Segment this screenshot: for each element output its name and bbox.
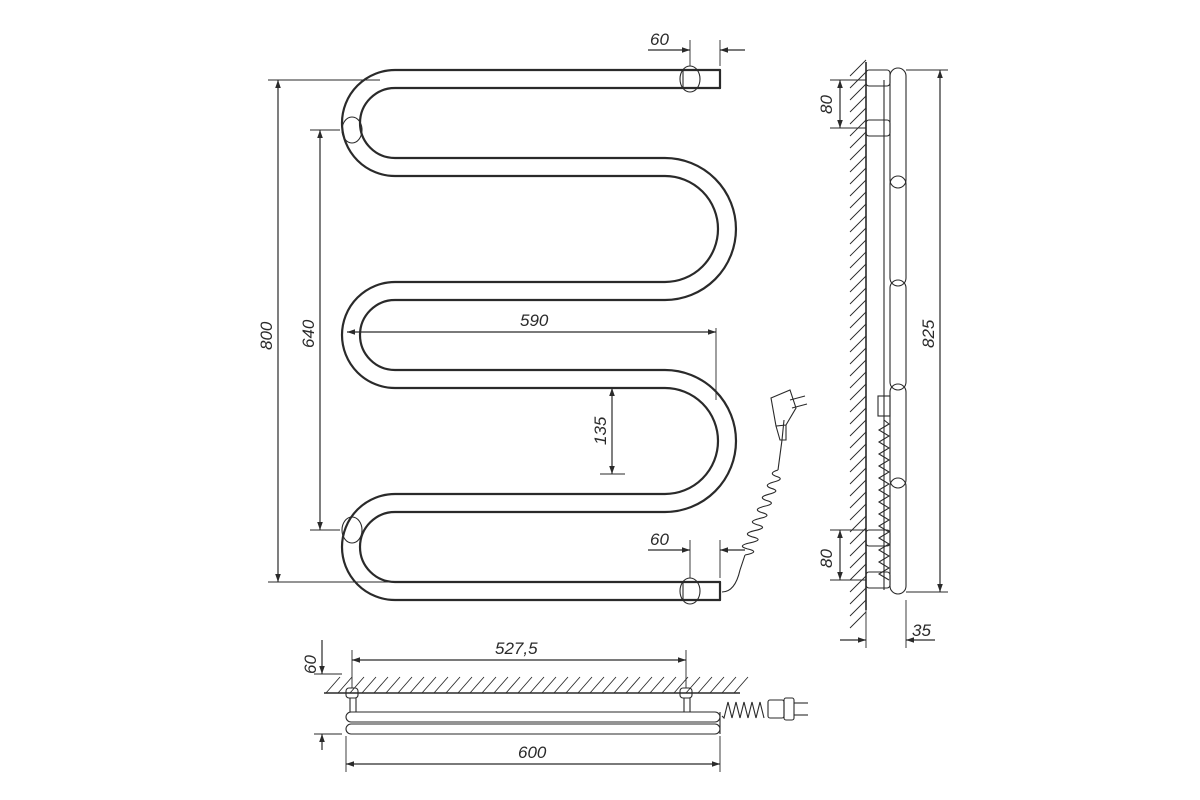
- side-bracket-top: [865, 69, 891, 137]
- side-heater-element: [877, 395, 891, 581]
- serpentine-pipe-outer: [340, 68, 722, 602]
- side-view: 80 80 825 35: [817, 59, 948, 648]
- side-bracket-bottom: [865, 529, 891, 589]
- top-mount-right: [679, 687, 693, 712]
- serpentine-pipe-inner: [358, 86, 738, 584]
- top-power-plug-icon: [783, 697, 808, 721]
- dim-mount-spacing: 640: [299, 319, 318, 348]
- dim-total-width: 600: [518, 743, 547, 762]
- top-wall-hatching: [325, 676, 749, 694]
- power-plug-icon: [770, 389, 808, 441]
- top-mount-left: [345, 687, 359, 712]
- dim-wall-offset: 60: [301, 655, 320, 674]
- cable-straight: [721, 554, 746, 593]
- dim-top-bracket: 80: [817, 95, 836, 114]
- dim-mount-centers: 527,5: [495, 639, 538, 658]
- dim-pitch: 135: [591, 416, 610, 445]
- dim-side-height: 825: [919, 319, 938, 348]
- side-rail-tubes: [883, 67, 907, 595]
- cable-to-plug: [777, 419, 785, 471]
- mount-bracket-lower-left: [341, 516, 363, 544]
- dim-width: 590: [520, 311, 549, 330]
- top-view: 527,5 60 600: [301, 639, 808, 772]
- top-rail-tubes: [345, 711, 721, 735]
- dim-side-depth: 35: [912, 621, 931, 640]
- dim-overall-height: 800: [257, 321, 276, 350]
- side-wall-hatching: [849, 59, 867, 629]
- front-view: 60 60 800 640 590 135: [257, 30, 808, 605]
- dim-bottom-offset: 60: [650, 530, 669, 549]
- top-heater-cable: [721, 699, 785, 720]
- dim-top-offset: 60: [650, 30, 669, 49]
- dim-bottom-bracket: 80: [817, 549, 836, 568]
- coiled-power-cable: [721, 419, 785, 593]
- mount-bracket-upper-left: [341, 116, 363, 144]
- cable-coil: [741, 469, 781, 556]
